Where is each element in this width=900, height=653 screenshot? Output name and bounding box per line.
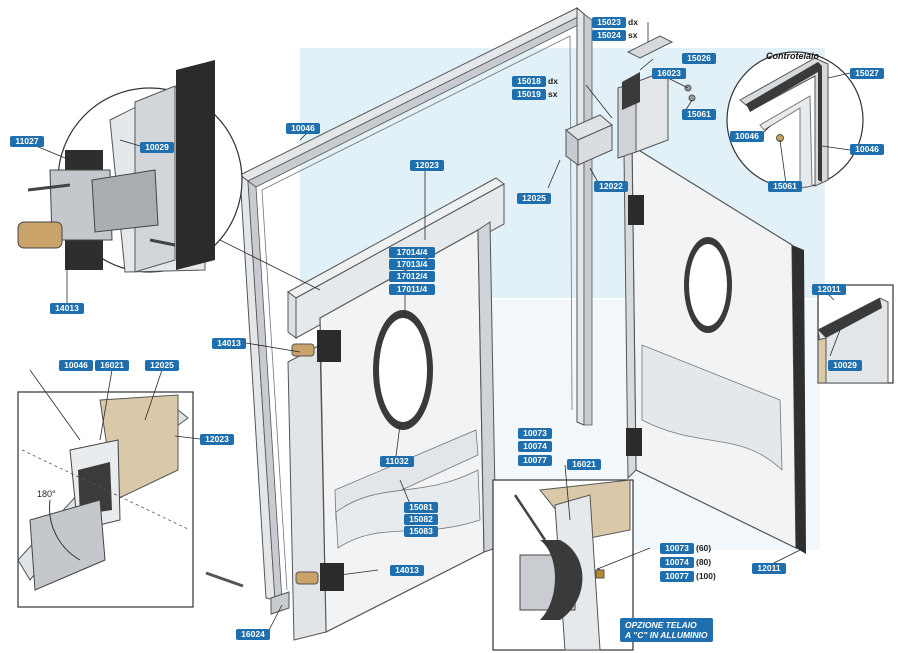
c-frame-option-box [492, 479, 634, 651]
label-15061-a: 15061 [682, 109, 716, 120]
door-frame [239, 6, 593, 601]
label-10046-detail-right: 10046 [850, 144, 884, 155]
label-16021-section: 16021 [95, 360, 129, 371]
label-17011: 17011/4 [389, 284, 435, 295]
label-12025-section: 12025 [145, 360, 179, 371]
label-10029-right: 10029 [828, 360, 862, 371]
upper-hinge [317, 330, 341, 362]
label-12011-door: 12011 [752, 563, 786, 574]
label-10073-size: 10073 [660, 543, 694, 554]
label-12011-detail: 12011 [812, 284, 846, 295]
c-frame-option-caption: OPZIONE TELAIO A "C" IN ALLUMINIO [620, 618, 713, 642]
label-10073: 10073 [518, 428, 552, 439]
label-15023-side: dx [628, 17, 638, 27]
label-12023-top: 12023 [410, 160, 444, 171]
label-15026: 15026 [682, 53, 716, 64]
lower-hinge [320, 563, 344, 591]
label-10077: 10077 [518, 455, 552, 466]
label-16021-c: 16021 [567, 459, 601, 470]
label-15024-side: sx [628, 30, 638, 40]
label-14013-detail: 14013 [50, 303, 84, 314]
label-10074-size: 10074 [660, 557, 694, 568]
label-10077-size: 10077 [660, 571, 694, 582]
label-15023: 15023 [592, 17, 626, 28]
label-15018: 15018 [512, 76, 546, 87]
label-17014: 17014/4 [389, 247, 435, 258]
label-10046-frame: 10046 [286, 123, 320, 134]
label-10029-top: 10029 [140, 142, 174, 153]
label-15027: 15027 [850, 68, 884, 79]
caption-controtelaio: Controtelaio [766, 51, 819, 61]
label-12023-section: 12023 [200, 434, 234, 445]
counterframe-detail-circle [726, 51, 864, 189]
label-14013-lower: 14013 [390, 565, 424, 576]
right-door-leaf [565, 35, 806, 554]
label-10074: 10074 [518, 441, 552, 452]
label-15019: 15019 [512, 89, 546, 100]
label-10074-mm: (80) [696, 557, 712, 567]
c-frame-caption-line1: OPZIONE TELAIO [625, 620, 697, 630]
label-15082: 15082 [404, 514, 438, 525]
label-14013-upper: 14013 [212, 338, 246, 349]
label-10077-mm: (100) [696, 571, 716, 581]
label-15019-side: sx [548, 89, 558, 99]
frame-section-box [17, 391, 194, 608]
label-10046-section: 10046 [59, 360, 93, 371]
label-10073-mm: (60) [696, 543, 712, 553]
label-11027: 11027 [10, 136, 44, 147]
label-10046-detail: 10046 [730, 131, 764, 142]
label-17013: 17013/4 [389, 259, 435, 270]
label-15061-b: 15061 [768, 181, 802, 192]
label-15083: 15083 [404, 526, 438, 537]
label-15018-side: dx [548, 76, 558, 86]
hinge-detail-circle [17, 60, 321, 291]
label-17012: 17012/4 [389, 271, 435, 282]
label-12022: 12022 [594, 181, 628, 192]
label-11032: 11032 [380, 456, 414, 467]
c-frame-caption-line2: A "C" IN ALLUMINIO [625, 630, 708, 640]
rotation-angle: 180° [37, 489, 56, 499]
label-16023: 16023 [652, 68, 686, 79]
label-15081: 15081 [404, 502, 438, 513]
label-15024: 15024 [592, 30, 626, 41]
label-16024: 16024 [236, 629, 270, 640]
label-12025-frame: 12025 [517, 193, 551, 204]
